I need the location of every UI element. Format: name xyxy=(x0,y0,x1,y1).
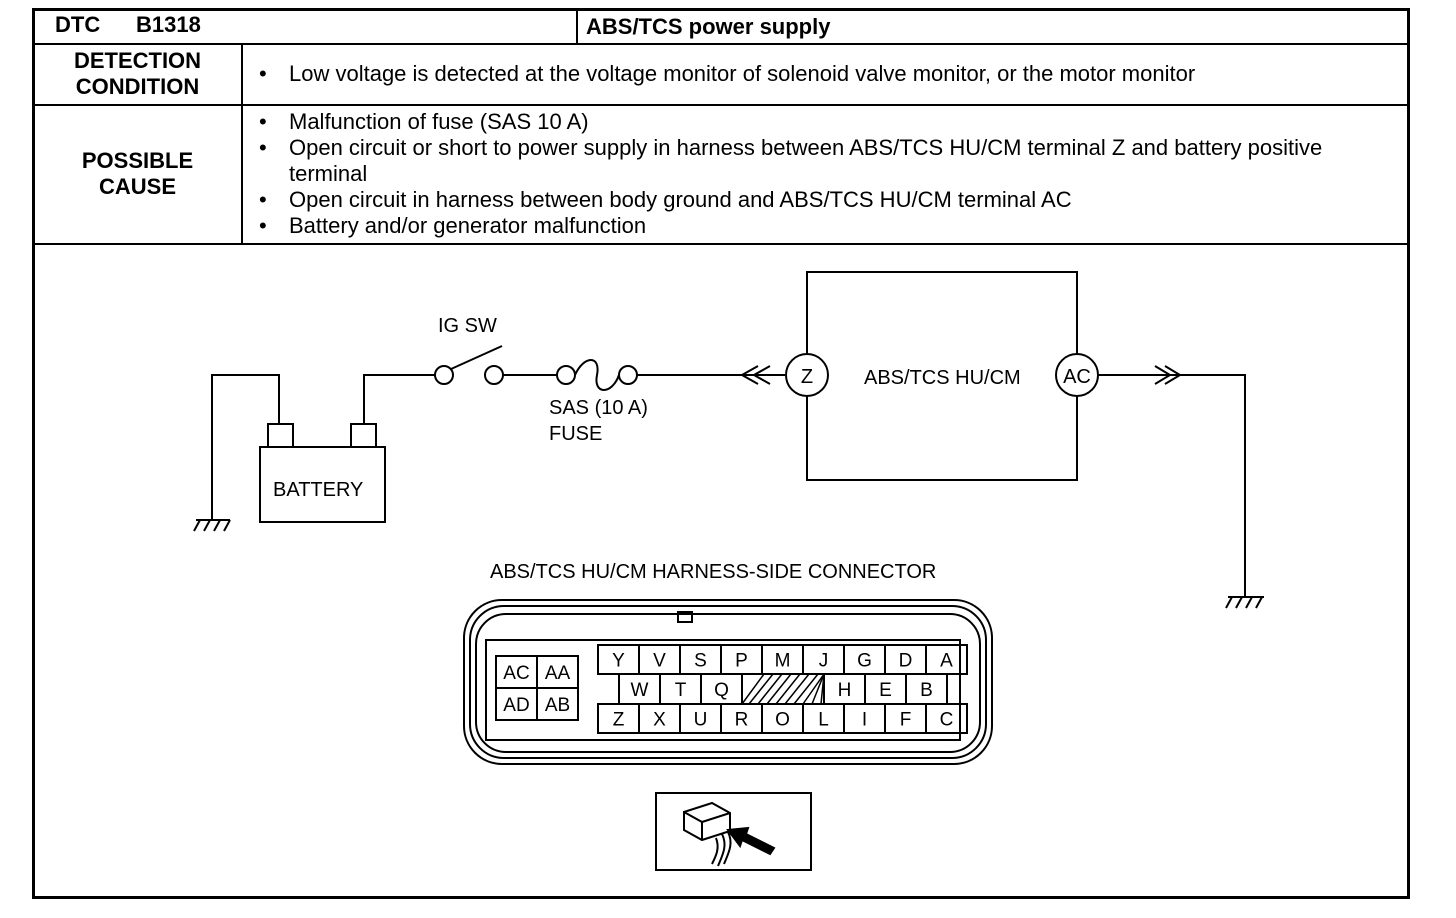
row-divider-3 xyxy=(32,243,1410,245)
pin-label: F xyxy=(900,710,912,731)
hatch-line xyxy=(811,673,825,705)
view-direction-icon xyxy=(655,792,812,871)
module-label: ABS/TCS HU/CM xyxy=(864,367,1021,389)
hatch-line xyxy=(748,673,774,705)
cause-label-line2: CAUSE xyxy=(98,174,176,199)
pin-label: B xyxy=(920,680,933,701)
wire-ac-to-ground xyxy=(1098,374,1246,597)
pin-label: AD xyxy=(503,695,529,716)
hatch-line xyxy=(741,673,765,705)
pin-label: M xyxy=(775,651,791,672)
terminal-z-label: Z xyxy=(801,366,813,388)
pin-label: E xyxy=(879,680,892,701)
fuse-label-line2: FUSE xyxy=(549,423,602,445)
terminal-ac-label: AC xyxy=(1063,366,1091,388)
connector-housing xyxy=(463,599,993,765)
hatch-line xyxy=(766,673,792,705)
possible-cause-label: POSSIBLE CAUSE xyxy=(34,148,241,200)
fuse-icon xyxy=(556,359,638,391)
terminal-z-circle xyxy=(785,353,829,397)
hatch-line xyxy=(793,673,819,705)
dtc-label: DTC xyxy=(55,12,101,37)
cause-item: Malfunction of fuse (SAS 10 A) xyxy=(243,109,1383,135)
pin-label: C xyxy=(940,710,954,731)
pin-label: R xyxy=(735,710,749,731)
hatch-line xyxy=(784,673,810,705)
cause-item: Open circuit in harness between body gro… xyxy=(243,187,1383,213)
possible-cause-list: Malfunction of fuse (SAS 10 A) Open circ… xyxy=(243,109,1383,239)
pin-label: J xyxy=(819,651,829,672)
connector-arrow-ac-icon xyxy=(1154,365,1182,385)
ig-sw-label: IG SW xyxy=(438,315,497,337)
hatch-line xyxy=(802,673,825,705)
detection-label-line2: CONDITION xyxy=(75,74,200,99)
pin-label: A xyxy=(940,651,953,672)
cause-item: Battery and/or generator malfunction xyxy=(243,213,1383,239)
cause-item: Open circuit or short to power supply in… xyxy=(243,135,1383,187)
pin-label: I xyxy=(862,710,867,731)
row-divider-2 xyxy=(32,104,1410,106)
detection-condition-label: DETECTION CONDITION xyxy=(34,48,241,100)
pin-label: P xyxy=(735,651,748,672)
pin-label: S xyxy=(694,651,707,672)
ground-symbol-right-icon xyxy=(1225,596,1264,609)
cause-label-line1: POSSIBLE xyxy=(81,148,194,173)
label-column-divider xyxy=(241,44,243,244)
pin-label: L xyxy=(818,710,829,731)
header-column-divider xyxy=(576,8,578,44)
pin-label: D xyxy=(899,651,913,672)
battery-terminal-positive xyxy=(350,423,377,448)
battery-box xyxy=(259,446,386,523)
ground-symbol-left-icon xyxy=(193,519,231,532)
detection-condition-list: Low voltage is detected at the voltage m… xyxy=(243,61,1403,87)
pin-label: Q xyxy=(714,680,729,701)
fuse-label-line1: SAS (10 A) xyxy=(549,397,648,419)
battery-negative-wire xyxy=(211,374,280,520)
connector-title: ABS/TCS HU/CM HARNESS-SIDE CONNECTOR xyxy=(490,561,936,583)
hatch-line xyxy=(775,673,801,705)
pin-label: Y xyxy=(612,651,625,672)
pin-label: U xyxy=(694,710,708,731)
pin-label: AC xyxy=(503,663,529,684)
connector-pins: AC AA AD AB Y V S P M J G D A Z X U R O L I F C W T Q H E B xyxy=(495,644,968,734)
ignition-switch-icon xyxy=(434,345,504,385)
pin-label: AA xyxy=(545,663,571,684)
pin-label-cell xyxy=(905,673,948,705)
connector-arrow-z-icon xyxy=(739,365,771,385)
unused-pin-cell xyxy=(741,673,825,705)
battery-positive-wire xyxy=(363,374,435,423)
pin-label: AB xyxy=(545,695,570,716)
dtc-code: B1318 xyxy=(136,12,201,37)
pin-label: V xyxy=(653,651,666,672)
detection-label-line1: DETECTION xyxy=(73,48,202,73)
pin-label: W xyxy=(631,680,649,701)
pin-label: H xyxy=(838,680,852,701)
pin-label-cell xyxy=(536,687,579,721)
pin-label: G xyxy=(857,651,872,672)
pin-label: O xyxy=(775,710,790,731)
battery-terminal-negative xyxy=(267,423,294,448)
detection-item: Low voltage is detected at the voltage m… xyxy=(243,61,1403,87)
pin-label: T xyxy=(675,680,687,701)
hatch-line xyxy=(757,673,783,705)
battery-label: BATTERY xyxy=(273,479,363,501)
pin-label: X xyxy=(653,710,666,731)
dtc-sheet-frame xyxy=(32,8,1410,899)
pin-label: Z xyxy=(613,710,625,731)
page-title: ABS/TCS power supply xyxy=(586,14,831,39)
row-divider-1 xyxy=(32,43,1410,45)
